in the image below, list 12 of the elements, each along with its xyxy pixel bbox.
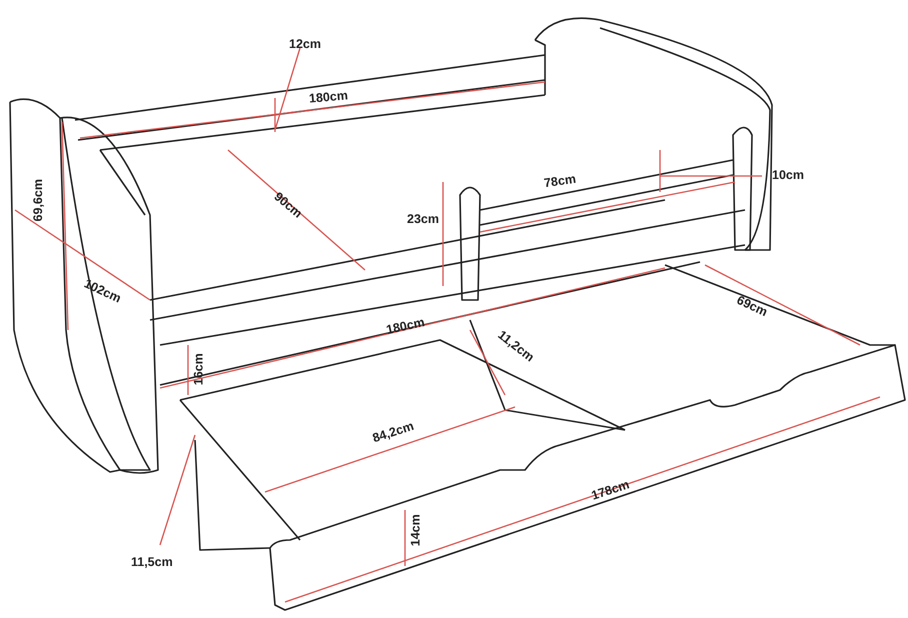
dimension-label: 23cm: [407, 212, 439, 225]
dimension-label: 10cm: [772, 168, 804, 181]
dimension-label: 14cm: [410, 514, 422, 546]
dimension-label: 78cm: [543, 172, 577, 190]
dimension-label: 180cm: [308, 88, 348, 105]
dimension-label: 12cm: [289, 38, 321, 50]
dimension-label: 69cm: [734, 293, 770, 318]
dimension-label: 84,2cm: [371, 419, 416, 444]
dimension-label: 69,6cm: [32, 178, 44, 221]
dimension-label: 11,5cm: [131, 556, 173, 568]
dimension-label: 180cm: [384, 316, 426, 336]
dimension-label: 178cm: [590, 478, 630, 502]
